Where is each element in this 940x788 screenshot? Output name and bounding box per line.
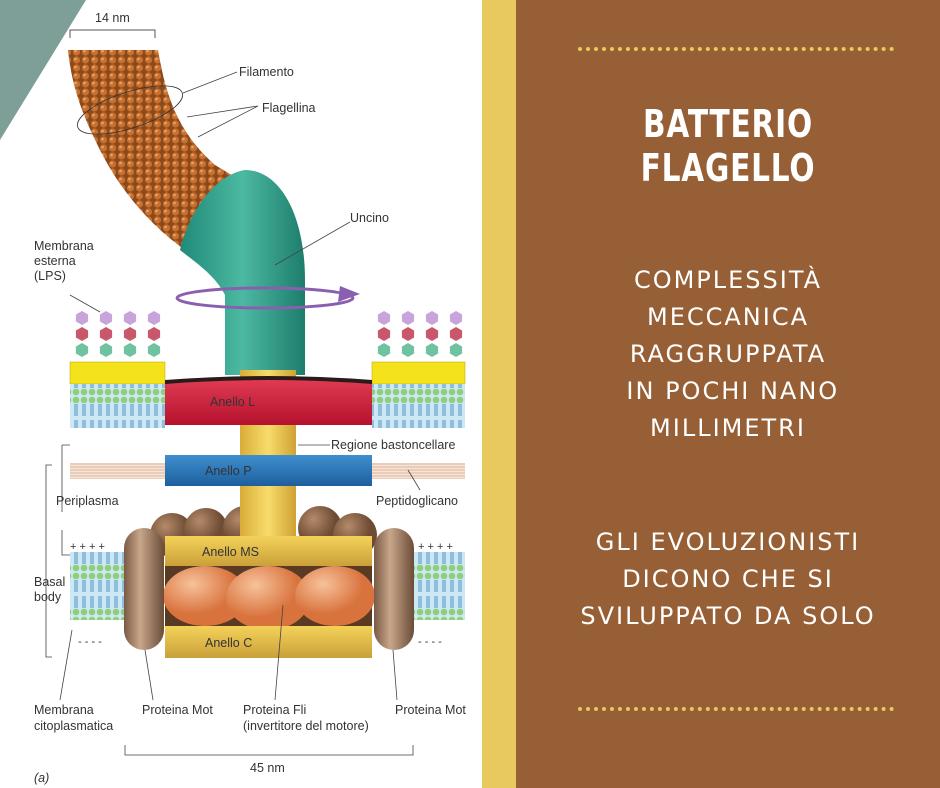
flagellum-diagram: 14 nm Anello L Anello P + + + + + + + + … [0,0,466,785]
label-proteina-fli: Proteina Fli (invertitore del motore) [243,703,369,733]
text-line: GLI EVOLUZIONISTI [595,528,861,556]
lps-sugar-hexagon [123,327,137,341]
paragraph-complexity: COMPLESSITÀ MECCANICA RAGGRUPPATA IN POC… [516,262,940,447]
scale-top-label: 14 nm [95,11,130,25]
lps-sugar-hexagon [147,343,161,357]
svg-text:- - - -: - - - - [418,636,442,648]
lps-sugar-hexagon [425,311,439,325]
text-line: SVILUPPATO DA SOLO [580,602,876,630]
lps-sugar-hexagon [147,311,161,325]
label-peptidoglicano: Peptidoglicano [376,494,458,508]
text-line: IN POCHI NANO [616,377,840,405]
scale-bottom-label: 45 nm [250,761,285,775]
lps-sugar-hexagon [75,327,89,341]
ring-l [165,380,372,425]
ring-l-label: Anello L [210,395,255,409]
hook [180,170,305,375]
label-periplasma: Periplasma [56,494,119,508]
lps-sugar-hexagon [99,327,113,341]
label-basal-body: Basal body [34,575,69,604]
ring-c-label: Anello C [205,636,252,650]
ring-c [165,626,372,658]
lps-sugar-hexagon [99,343,113,357]
lps-sugar-hexagon [425,327,439,341]
lps-sugar-hexagon [123,343,137,357]
lps-sugar-hexagon [75,343,89,357]
label-membrana-citoplasmatica: Membrana citoplasmatica [34,703,113,733]
lps-sugar-hexagon [377,343,391,357]
ring-ms-label: Anello MS [202,545,259,559]
label-uncino: Uncino [350,211,389,225]
scale-bar-top [69,29,156,38]
filament [68,50,240,250]
lps-sugar-hexagon [425,343,439,357]
lps-sugar-hexagon [449,327,463,341]
text-line: RAGGRUPPATA [629,340,827,368]
label-proteina-mot-left: Proteina Mot [142,703,213,717]
lps-sugar-hexagon [401,327,415,341]
lps-sugar-hexagon [75,311,89,325]
text-line: DICONO CHE SI [622,565,834,593]
lps-sugar-hexagon [123,311,137,325]
lps-sugar-hexagon [147,327,161,341]
text-panel: BATTERIO FLAGELLO COMPLESSITÀ MECCANICA … [516,0,940,788]
lps-left [75,311,463,357]
fli-proteins [163,566,375,630]
lps-sugar-hexagon [99,311,113,325]
svg-text:+ + + +: + + + + [418,541,453,553]
panel-title: BATTERIO FLAGELLO [640,102,816,190]
svg-text:- - - -: - - - - [78,636,102,648]
label-regione-bastoncellare: Regione bastoncellare [331,438,455,452]
accent-stripe [482,0,516,788]
lps-sugar-hexagon [377,311,391,325]
text-line: MECCANICA [646,303,809,331]
rotation-arrow [175,286,355,310]
ring-p-label: Anello P [205,464,252,478]
corner-triangle [0,0,86,140]
svg-text:+ + + +: + + + + [70,541,105,553]
text-line: MILLIMETRI [650,414,806,442]
dotted-divider-top [578,47,894,51]
label-proteina-mot-right: Proteina Mot [395,703,466,717]
label-filamento: Filamento [239,65,294,79]
ring-p [165,455,372,486]
panel-letter: (a) [34,771,49,785]
lps-sugar-hexagon [401,311,415,325]
lps-sugar-hexagon [449,311,463,325]
paragraph-evolutionists: GLI EVOLUZIONISTI DICONO CHE SI SVILUPPA… [516,524,940,635]
label-flagellina: Flagellina [262,101,316,115]
text-line: COMPLESSITÀ [633,266,823,294]
dotted-divider-bottom [578,707,894,711]
lps-sugar-hexagon [377,327,391,341]
label-membrana-esterna: Membrana esterna (LPS) [34,239,97,283]
lps-sugar-hexagon [401,343,415,357]
lps-sugar-hexagon [449,343,463,357]
mot-protein-left [124,528,164,650]
ring-ms [165,536,372,566]
mot-protein-right [374,528,414,650]
